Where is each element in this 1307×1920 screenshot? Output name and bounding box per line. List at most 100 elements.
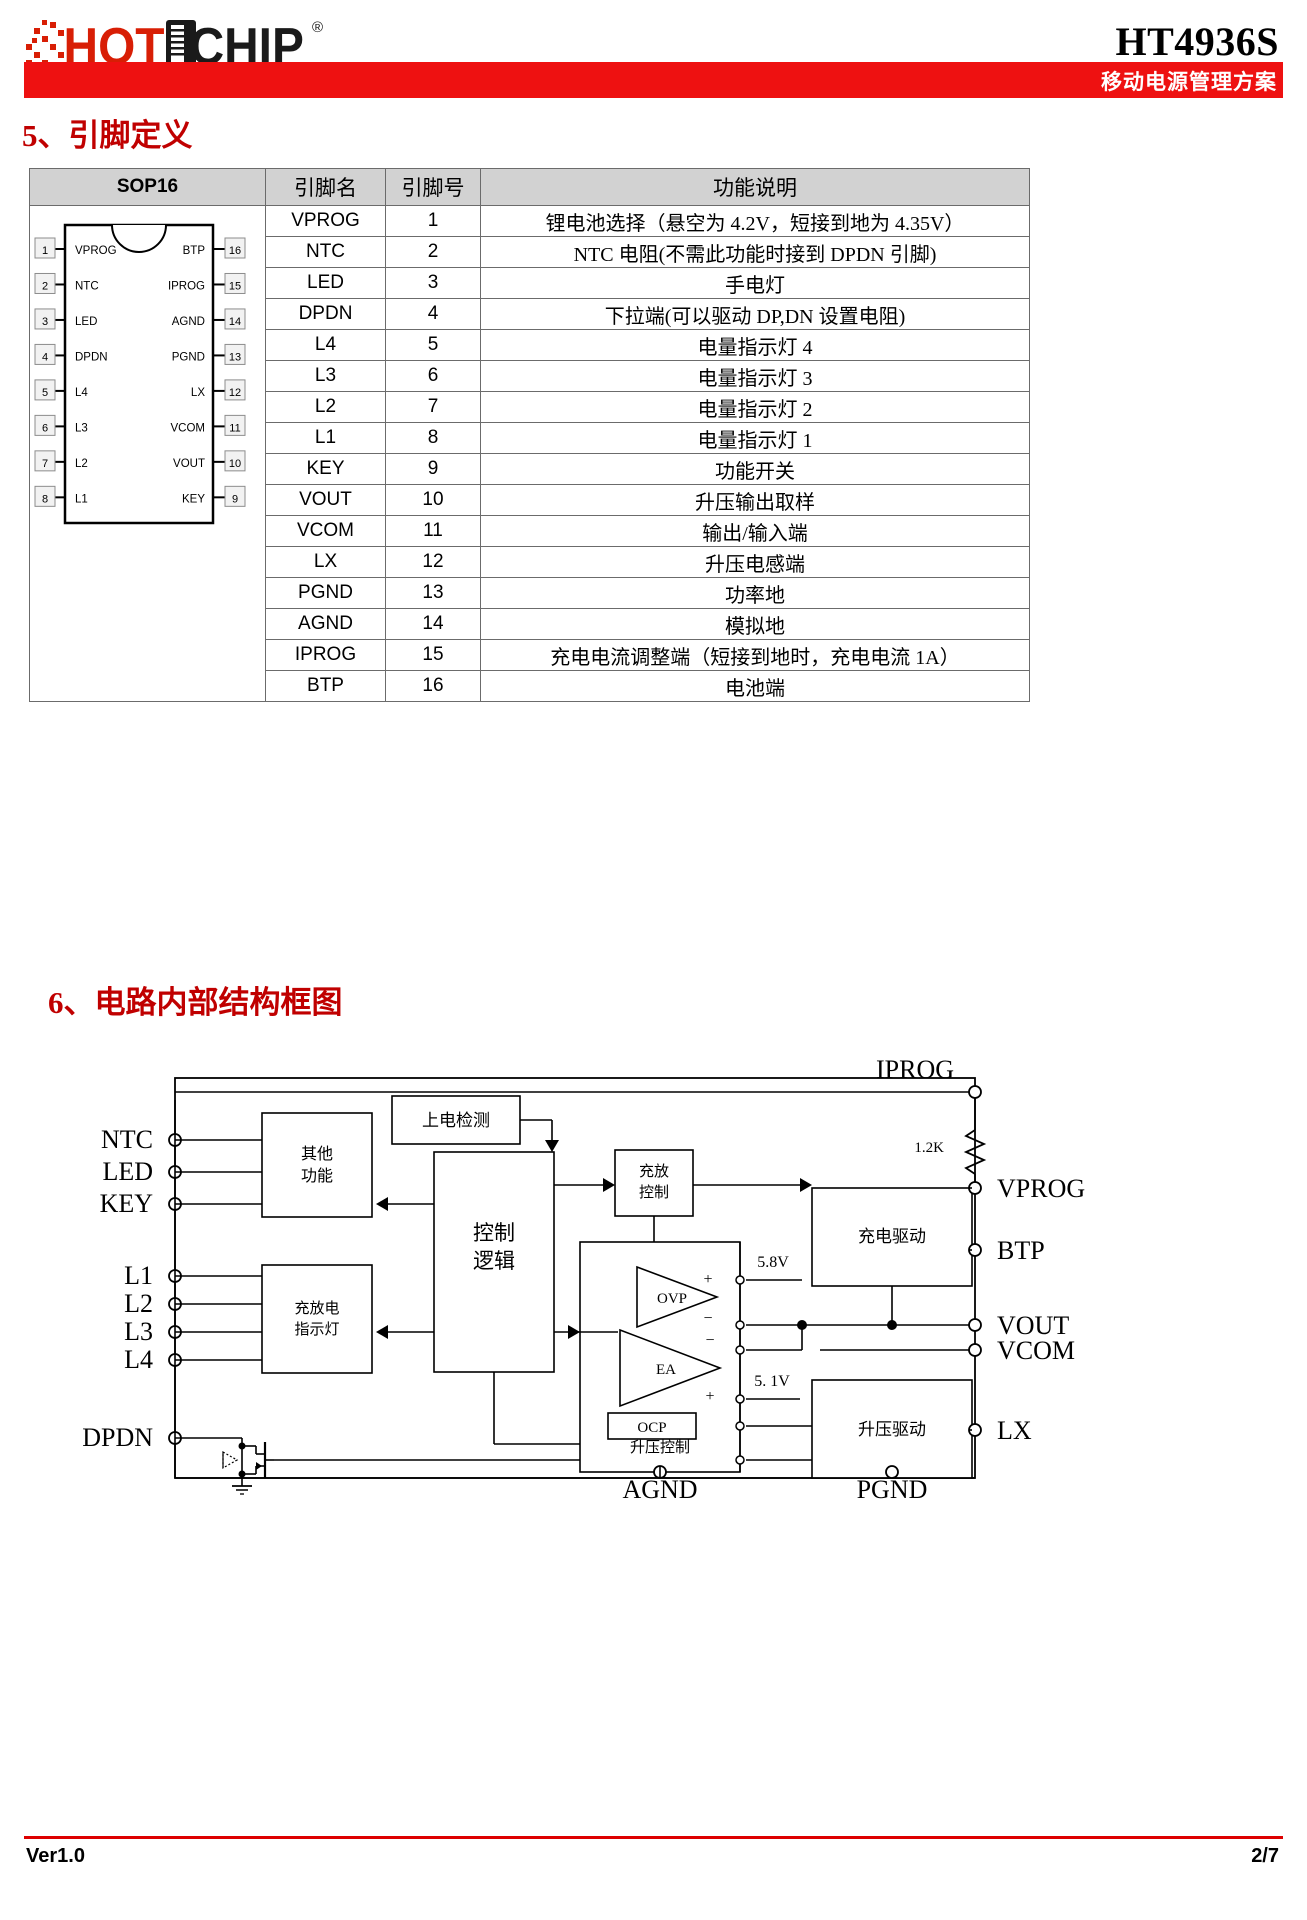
pin-name-label: L2 [75,458,88,470]
pin-name-label: NTC [75,280,99,292]
pin-label-l1: L1 [124,1261,153,1290]
cell-description: 锂电池选择（悬空为 4.2V，短接到地为 4.35V） [480,205,1030,237]
cell-pin-number: 6 [385,360,481,392]
header-pin-name: 引脚名 [265,168,386,206]
pin-number-label: 11 [229,422,240,434]
block-charge-driver [811,1187,973,1287]
footer-rule [24,1836,1283,1839]
footer-version: Ver1.0 [26,1845,85,1867]
cell-pin-name: NTC [265,236,386,268]
header-subtitle: 移动电源管理方案 [1101,71,1277,94]
cell-pin-name: L3 [265,360,386,392]
pin-name-label: DPDN [75,351,108,363]
ea-amplifier [619,1328,723,1408]
cell-pin-name: IPROG [265,639,386,671]
arrow-chgctrl-to-driver [800,1178,812,1192]
node-ea-plus [735,1394,745,1404]
cell-pin-name: PGND [265,577,386,609]
pin-number-box [34,343,56,365]
pin-name-label: L3 [75,422,88,434]
cell-pin-number: 9 [385,453,481,485]
cell-pin-number: 13 [385,577,481,609]
pin-number-label: 1 [42,245,48,257]
header-pin-number: 引脚号 [385,168,481,206]
cell-pin-number: 2 [385,236,481,268]
pin-label-dpdn: DPDN [82,1423,153,1452]
cell-description: 电池端 [480,670,1030,702]
cell-pin-name: VOUT [265,484,386,516]
cell-pin-number: 16 [385,670,481,702]
arrow-logic-to-boost [568,1325,580,1339]
pin-name-label: AGND [172,316,205,328]
node-ea-minus [735,1345,745,1355]
cell-description: 充电电流调整端（短接到地时，充电电流 1A） [480,639,1030,671]
block-boost-driver [811,1379,973,1479]
block-power-on-detect [391,1095,521,1145]
pin-port-iprog [968,1085,982,1099]
cell-description: 升压电感端 [480,546,1030,578]
pin-name-label: KEY [182,493,205,505]
pin-number-box [224,450,246,472]
cell-description: 模拟地 [480,608,1030,640]
pin-label-pgnd: PGND [857,1475,928,1500]
pin-name-label: VCOM [171,422,206,434]
pin-name-label: L4 [75,387,88,399]
boost-control-label: 升压控制 [630,1439,690,1456]
cell-description: 功能开关 [480,453,1030,485]
pin-label-key: KEY [100,1189,154,1218]
pin-number-box [224,343,246,365]
mosfet-drain-dot [238,1442,246,1450]
node-ovp-minus [735,1320,745,1330]
ea-label: EA [656,1362,676,1378]
section-title-block-diagram: 6、电路内部结构框图 [48,985,343,1020]
charge-indicator-label-2: 指示灯 [294,1321,339,1338]
pin-label-l3: L3 [124,1317,153,1346]
pin-label-agnd: AGND [622,1475,697,1500]
pin-number-box [34,485,56,507]
pin-label-l4: L4 [124,1345,153,1374]
pin-number-label: 2 [42,280,48,292]
table-header-row: SOP16 引脚名 引脚号 功能说明 [29,168,1030,206]
pin-label-lx: LX [997,1416,1032,1445]
cell-description: 电量指示灯 2 [480,391,1030,423]
resistor-symbol [963,1129,987,1175]
ovp-reference-label: 5.8V [757,1254,789,1271]
pin-number-label: 13 [229,351,241,363]
cell-pin-name: LX [265,546,386,578]
pin-name-label: IPROG [168,280,205,292]
pin-number-box [34,414,56,436]
cell-description: 电量指示灯 3 [480,360,1030,392]
ea-reference-label: 5. 1V [754,1373,790,1390]
cell-pin-number: 1 [385,205,481,237]
cell-pin-number: 12 [385,546,481,578]
chip-body [63,223,215,525]
pin-number-box [224,272,246,294]
other-function-label-1: 其他 [301,1145,333,1163]
pin-number-label: 3 [42,316,48,328]
block-ocp [607,1412,697,1440]
arrow-logic-to-indicator [376,1325,388,1339]
ea-plus-label: + [705,1388,714,1405]
part-number: HT4936S [1115,19,1279,64]
pin-number-box [224,379,246,401]
pin-label-vcom: VCOM [997,1336,1075,1365]
pin-port-pgnd [885,1465,899,1479]
pin-label-vout: VOUT [997,1311,1069,1340]
pin-number-label: 14 [229,316,241,328]
ovp-plus-label: + [703,1271,712,1288]
cell-pin-number: 4 [385,298,481,330]
page-header: HOT CHIP ® HT4936S 移动电源管理方案 [0,0,1307,100]
pin-name-label: VOUT [173,458,205,470]
pin-label-l2: L2 [124,1289,153,1318]
cell-pin-number: 11 [385,515,481,547]
pin-label-btp: BTP [997,1236,1045,1265]
node-ocp [735,1421,745,1431]
cell-description: 下拉端(可以驱动 DP,DN 设置电阻) [480,298,1030,330]
cell-description: 升压输出取样 [480,484,1030,516]
pin-number-box [34,272,56,294]
cell-pin-name: DPDN [265,298,386,330]
resistor-value-label: 1.2K [914,1140,944,1156]
